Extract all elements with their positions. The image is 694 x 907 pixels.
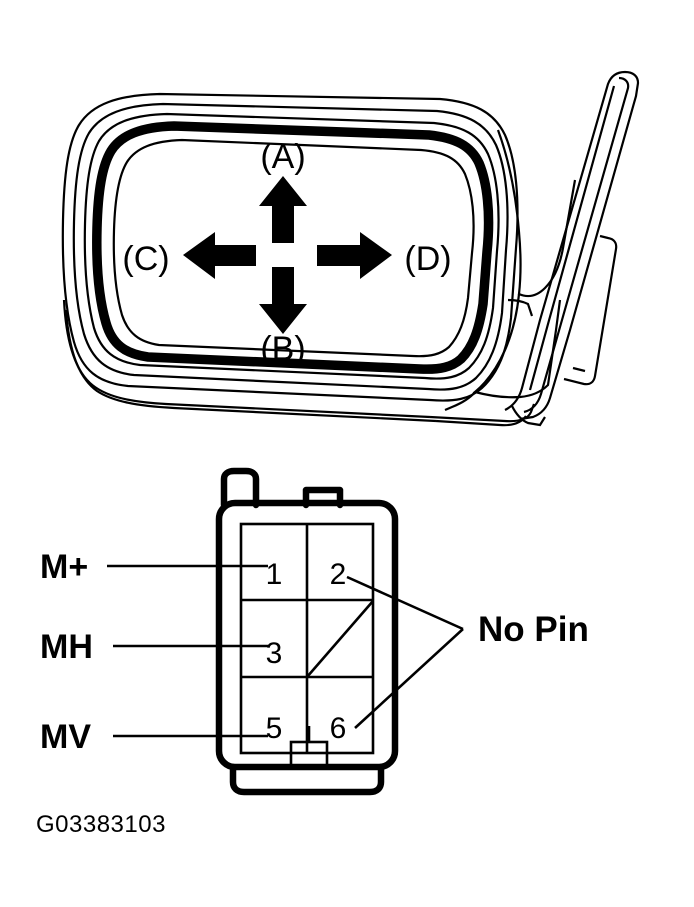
mirror-bezel-outline — [83, 112, 500, 380]
direction-label-a: (A) — [260, 138, 305, 176]
mirror-mount-base — [429, 403, 536, 423]
mirror-arm-tab — [511, 405, 546, 427]
mirror-glass-edge — [112, 138, 475, 358]
mirror-arm-base-plate-edge — [572, 366, 586, 373]
terminal-label-m-plus: M+ — [40, 548, 88, 586]
pin-number-6: 6 — [330, 712, 347, 745]
arrow-right-icon — [317, 232, 392, 279]
mirror-arm-inner-edge — [523, 76, 630, 414]
connector-tab-short — [302, 486, 344, 509]
mirror-lower-skirt-line-2 — [64, 309, 437, 423]
mirror-housing-outline-second — [72, 102, 509, 391]
mirror-bezel-ring — [92, 121, 494, 374]
mirror-housing-outline-outer — [61, 92, 519, 402]
no-pin-leader-to-pin-6 — [354, 628, 464, 729]
mirror-sail-inner-crease — [507, 298, 534, 317]
no-pin-leader-to-pin-2 — [346, 575, 464, 631]
mirror-arm-base-plate — [563, 234, 618, 386]
connector-bottom-flange — [229, 763, 385, 796]
figure-caption: G03383103 — [36, 811, 166, 838]
connector-tab-tall — [220, 467, 260, 509]
direction-label-b: (B) — [260, 330, 305, 368]
terminal-label-mh: MH — [40, 628, 93, 666]
mirror-arm-left-face — [504, 70, 626, 411]
direction-label-d: (D) — [404, 240, 451, 278]
direction-label-c: (C) — [122, 240, 169, 278]
pin-number-1: 1 — [266, 558, 283, 591]
connector-group: 1 2 3 5 6 M+ MH MV No Pin — [40, 467, 589, 796]
no-pin-label: No Pin — [478, 610, 589, 649]
terminal-label-mv: MV — [40, 718, 91, 756]
mirror-sail-bottom-edge — [444, 391, 476, 412]
arrow-left-icon — [183, 232, 256, 279]
arrow-up-icon — [259, 176, 307, 243]
mirror-arm-outer-edge — [519, 70, 640, 421]
mirror-assembly-group: (A) (B) (C) (D) — [61, 70, 640, 427]
mirror-sail-bracket-lower — [472, 293, 562, 399]
pin-4-no-pin-slash — [306, 600, 374, 678]
pin-number-3: 3 — [266, 637, 283, 670]
pin-number-5: 5 — [266, 712, 283, 745]
pin-number-2: 2 — [330, 558, 347, 591]
mirror-arm-highlight-line — [528, 85, 616, 391]
arrow-down-icon — [259, 267, 307, 334]
